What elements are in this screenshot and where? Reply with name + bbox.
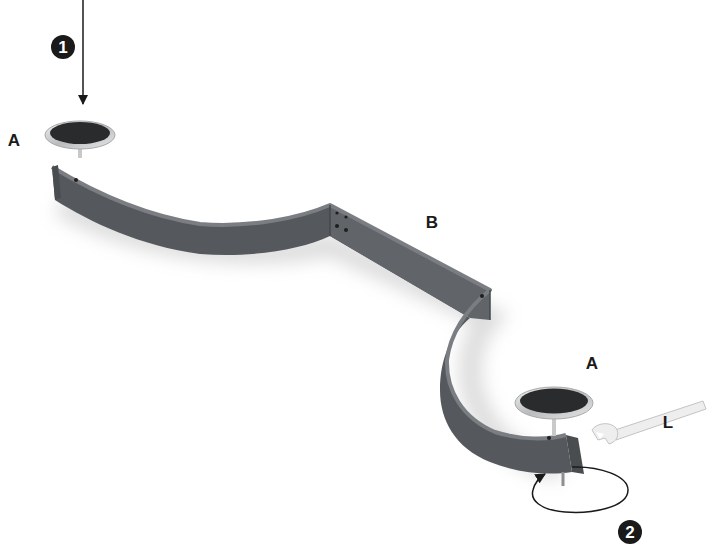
leg-end — [566, 435, 584, 474]
callout-number: 2 — [625, 524, 634, 541]
leg-end — [52, 165, 61, 200]
leg-edge — [329, 205, 331, 236]
glide-foot — [515, 387, 593, 436]
leg-top — [52, 167, 566, 438]
screw — [562, 472, 565, 486]
callout-circle — [51, 35, 75, 59]
glide-foot — [45, 121, 115, 158]
part-label: L — [663, 414, 673, 431]
part-label: B — [426, 214, 438, 231]
screw-holes — [74, 178, 551, 440]
callout-number: 1 — [58, 39, 67, 56]
direction-arrow — [82, 0, 84, 104]
wrench — [592, 401, 706, 444]
leg-face — [330, 205, 490, 320]
part-label: A — [8, 132, 20, 149]
callout-circle — [618, 520, 642, 544]
rotation-arrow — [532, 467, 628, 512]
leg-side — [52, 167, 572, 474]
leg-edge — [489, 290, 491, 320]
part-label: A — [586, 355, 598, 372]
